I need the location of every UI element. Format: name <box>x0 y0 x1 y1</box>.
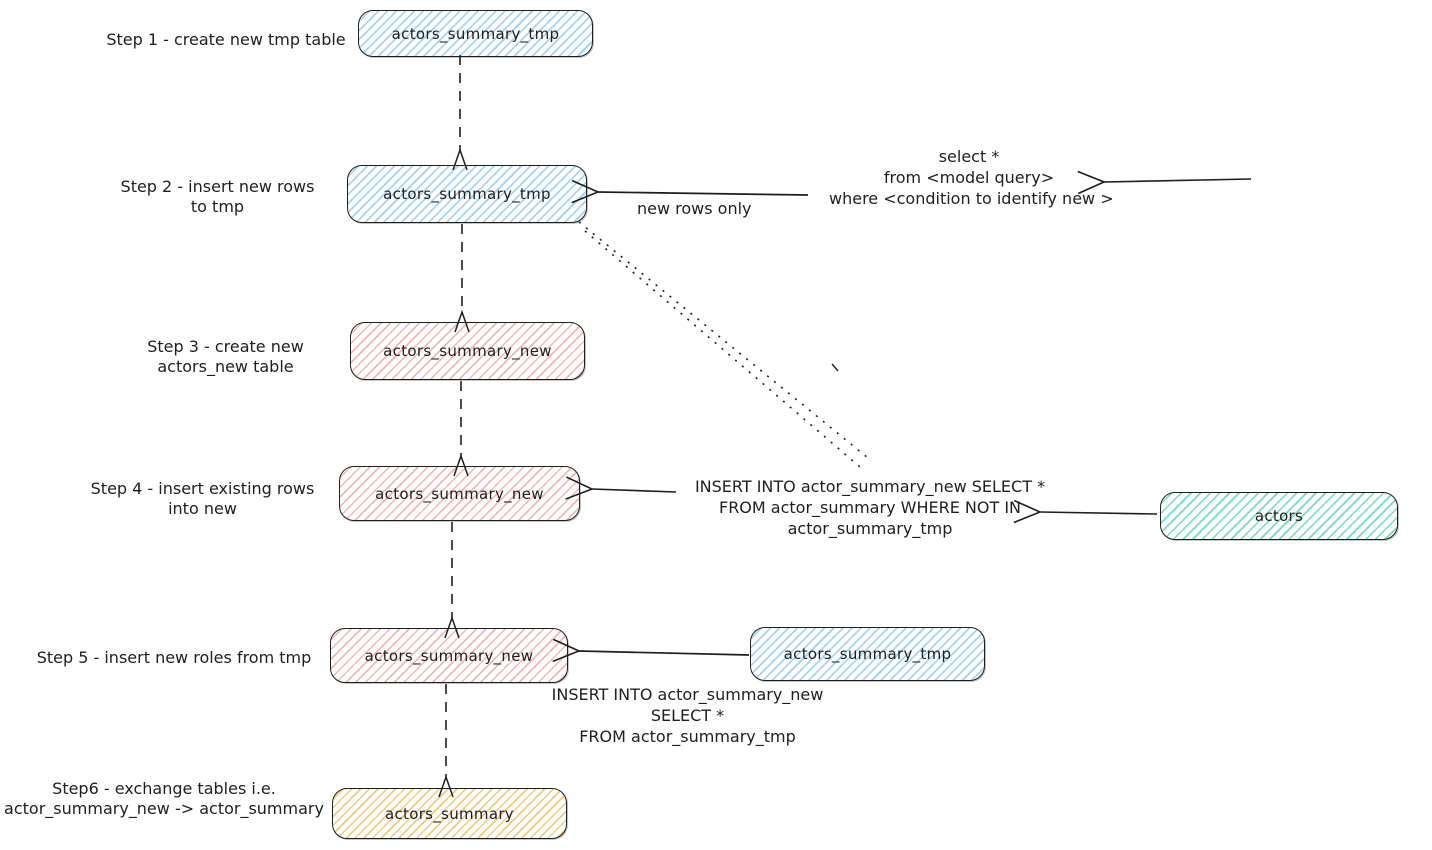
node-source-tmp-text: actors_summary_tmp <box>783 645 952 663</box>
annotation-insert-from-tmp: INSERT INTO actor_summary_new SELECT * F… <box>540 684 835 747</box>
node-step1-text: actors_summary_tmp <box>391 24 560 43</box>
step3-label: Step 3 - create new actors_new table <box>128 337 323 377</box>
step5-label: Step 5 - insert new roles from tmp <box>33 648 315 668</box>
step5-label-line1: Step 5 - insert new roles from tmp <box>36 648 312 667</box>
step6-label-line1: Step6 - exchange tables i.e. <box>52 779 276 798</box>
step4-label: Step 4 - insert existing rows into new <box>85 479 320 519</box>
dotted-line-step2-to-insert-1 <box>578 221 869 459</box>
step2-label-line1: Step 2 - insert new rows <box>120 177 315 196</box>
node-actors-source: actors <box>1160 492 1398 540</box>
insert-from-tmp-line1: INSERT INTO actor_summary_new <box>551 685 824 704</box>
node-step6-actors-summary: actors_summary <box>332 788 567 839</box>
tick-mark <box>831 363 839 372</box>
annotation-select-query: select * from <model query> where <condi… <box>829 146 1114 209</box>
arrow-model-query-to-select-text <box>1104 179 1252 182</box>
annotation-insert-not-in: INSERT INTO actor_summary_new SELECT * F… <box>670 476 1070 539</box>
step2-label: Step 2 - insert new rows to tmp <box>110 177 325 217</box>
new-rows-only-text: new rows only <box>637 199 752 218</box>
step6-label-line2: actor_summary_new -> actor_summary <box>4 799 324 818</box>
insert-not-in-line3: actor_summary_tmp <box>787 519 953 538</box>
step1-label: Step 1 - create new tmp table <box>100 30 352 50</box>
node-source-actors-summary-tmp: actors_summary_tmp <box>750 627 985 681</box>
node-step3-text: actors_summary_new <box>383 342 552 360</box>
node-actors-text: actors <box>1254 507 1304 525</box>
select-query-line2: from <model query> <box>883 168 1055 187</box>
node-step6-text: actors_summary <box>385 804 514 823</box>
node-step2-actors-summary-tmp: actors_summary_tmp <box>347 165 587 223</box>
step4-label-line2: into new <box>168 499 237 518</box>
node-step1-actors-summary-tmp: actors_summary_tmp <box>358 10 593 57</box>
dotted-line-step2-to-insert-2 <box>584 230 861 468</box>
insert-not-in-line2: FROM actor_summary WHERE NOT IN <box>718 498 1021 517</box>
annotation-new-rows-only: new rows only <box>637 198 752 219</box>
select-query-line1: select * <box>938 147 1000 166</box>
select-query-line3: where <condition to identify new > <box>829 189 1114 208</box>
node-step4-actors-summary-new: actors_summary_new <box>339 466 580 521</box>
insert-not-in-line1: INSERT INTO actor_summary_new SELECT * <box>694 477 1046 496</box>
step4-label-line1: Step 4 - insert existing rows <box>90 479 315 498</box>
insert-from-tmp-line3: FROM actor_summary_tmp <box>579 727 796 746</box>
insert-from-tmp-line2: SELECT * <box>650 706 725 725</box>
step3-label-line2: actors_new table <box>157 357 294 376</box>
node-step3-actors-summary-new: actors_summary_new <box>350 322 585 380</box>
model-query-text: model query <box>1289 166 1385 184</box>
node-step5-actors-summary-new: actors_summary_new <box>330 628 568 683</box>
node-step4-text: actors_summary_new <box>375 484 544 503</box>
step1-label-line1: Step 1 - create new tmp table <box>106 30 346 49</box>
node-step2-text: actors_summary_tmp <box>383 185 551 203</box>
step2-label-line2: to tmp <box>190 197 245 216</box>
arrow-tmp-source-to-step5 <box>579 651 750 655</box>
node-model-query-label: model query <box>1277 166 1397 184</box>
arrow-insert-text-to-step4 <box>592 489 677 492</box>
arrow-query-to-step2 <box>598 192 809 195</box>
step3-label-line1: Step 3 - create new <box>147 337 304 356</box>
step6-label: Step6 - exchange tables i.e. actor_summa… <box>4 779 324 819</box>
node-step5-text: actors_summary_new <box>364 646 534 665</box>
